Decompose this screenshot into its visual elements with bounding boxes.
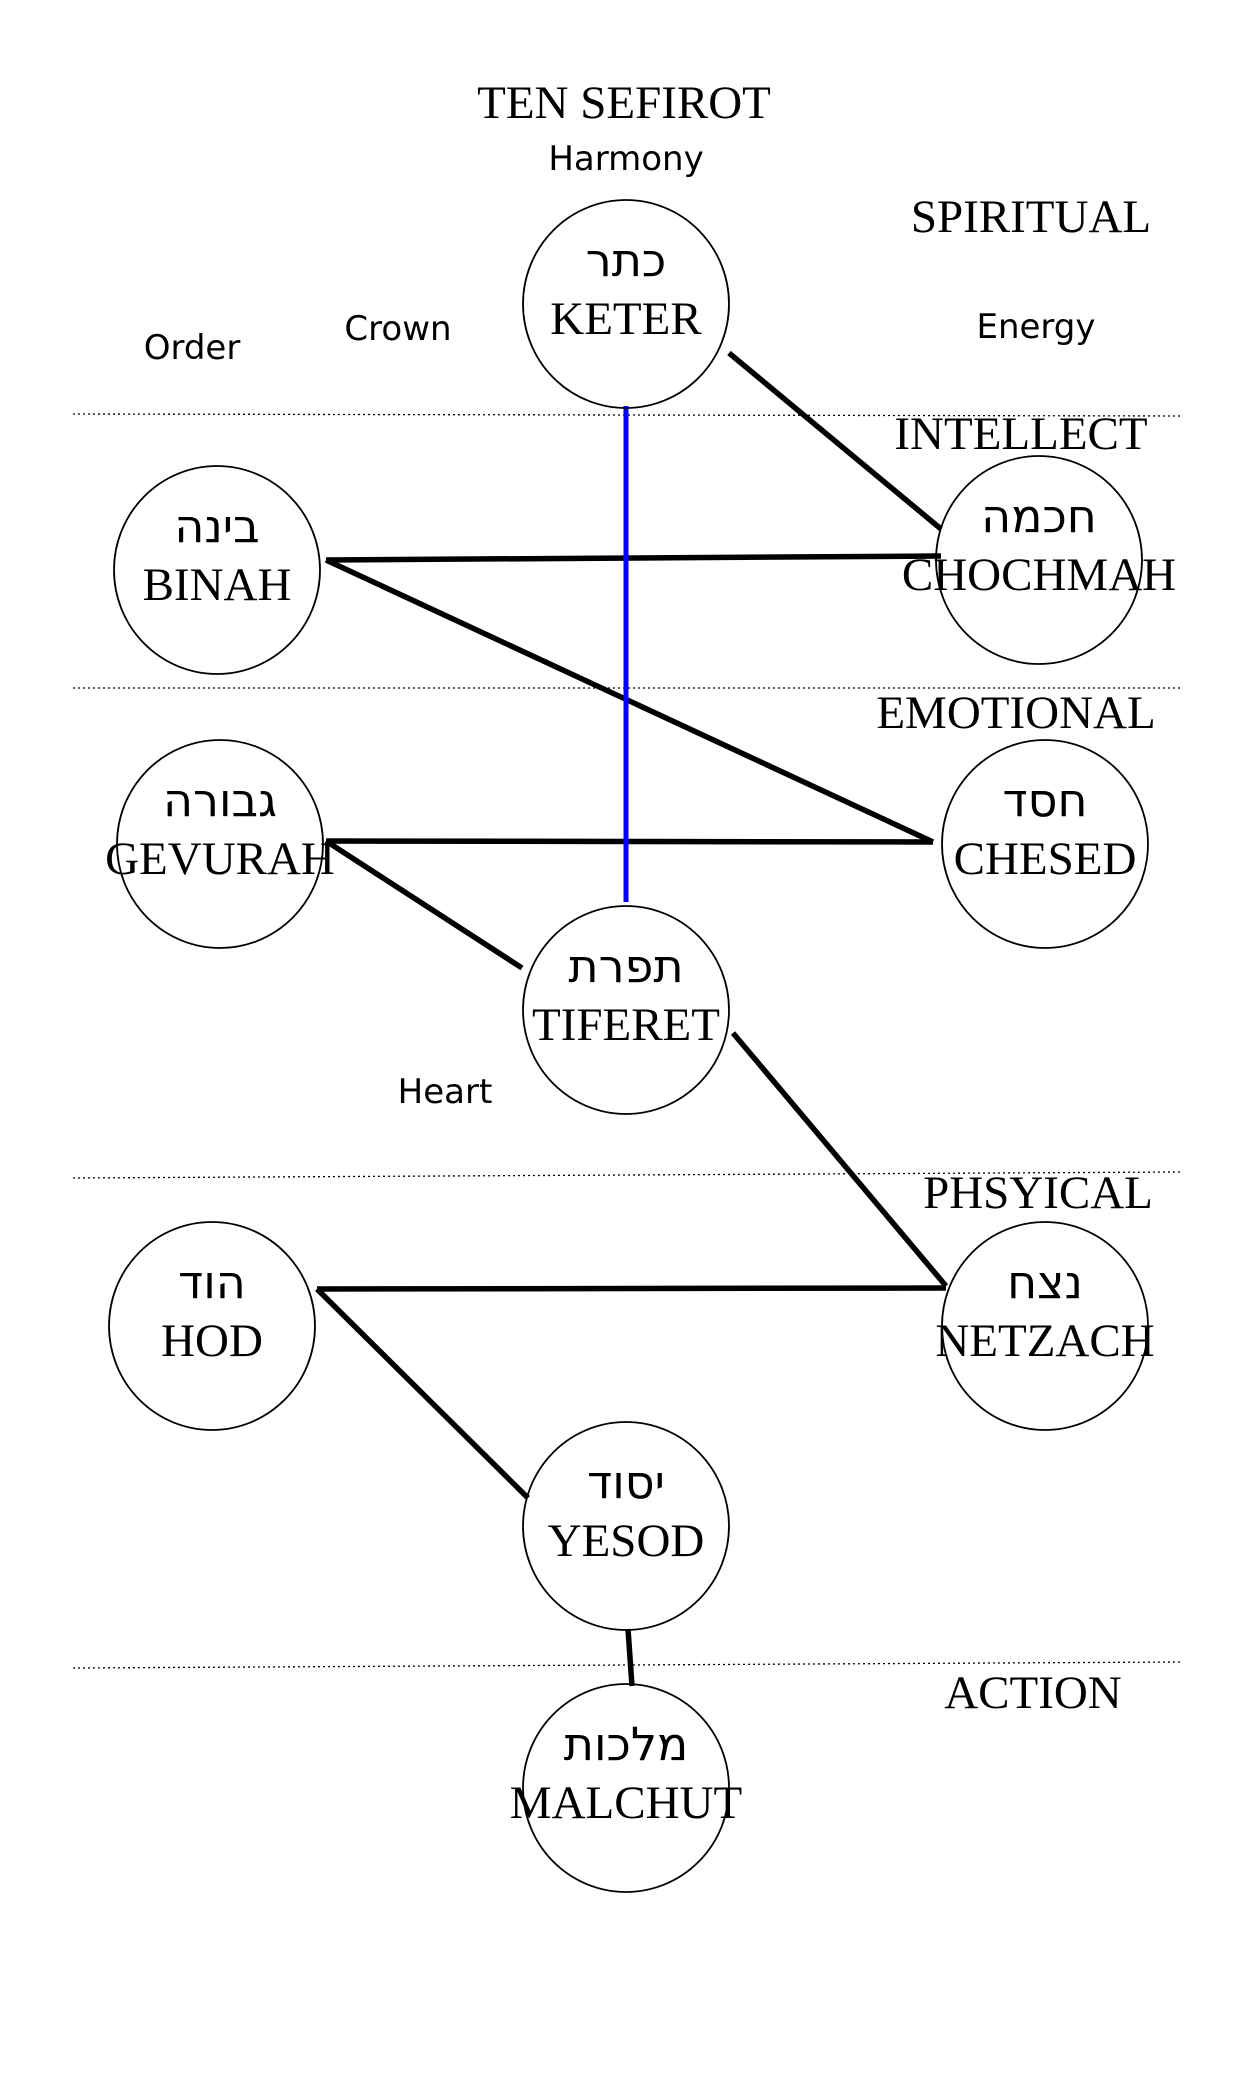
sefirah-keter: כתר KETER (522, 199, 730, 409)
connection-tiferet-netzach (730, 1031, 949, 1288)
label-energy: Energy (976, 307, 1095, 347)
sefirah-malchut: מלכות MALCHUT (510, 1683, 742, 1893)
sefirah-hebrew-name: בינה (174, 499, 259, 553)
label-harmony: Harmony (548, 139, 703, 179)
connection-binah-chochmah (325, 553, 942, 563)
level-action: ACTION (944, 1667, 1122, 1719)
sefirah-name: HOD (161, 1315, 263, 1367)
sefirah-circle (941, 1221, 1149, 1431)
sefirah-hebrew-name: גבורה (163, 773, 277, 827)
connection-hod-netzach (316, 1285, 947, 1292)
sefirah-circle (108, 1221, 316, 1431)
sefirah-chochmah: חכמה CHOCHMAH (902, 455, 1176, 665)
sefirah-circle (116, 739, 324, 949)
sefirah-circle (113, 465, 321, 675)
connection-binah-chesed (324, 557, 935, 845)
sefirah-name: YESOD (548, 1515, 705, 1567)
sefirah-chesed: חסד CHESED (941, 739, 1149, 949)
sefirah-hebrew-name: נצח (1007, 1255, 1083, 1309)
sefirah-name: MALCHUT (510, 1777, 742, 1829)
level-physical: PHSYICAL (923, 1167, 1153, 1219)
connection-gevurah-tiferet (324, 838, 524, 971)
connections (315, 350, 949, 1687)
sefirah-name: GEVURAH (105, 833, 335, 885)
connection-gevurah-chesed (325, 838, 934, 845)
sefirah-gevurah: גבורה GEVURAH (105, 739, 335, 949)
connection-hod-yesod (315, 1287, 530, 1500)
level-emotional: EMOTIONAL (876, 687, 1155, 739)
sefirah-circle (941, 739, 1149, 949)
sefirah-hebrew-name: חסד (1002, 773, 1087, 827)
sefirah-name: TIFERET (532, 999, 720, 1051)
label-order: Order (144, 328, 241, 368)
sefirah-circle (522, 905, 730, 1115)
level-intellect: INTELLECT (894, 408, 1147, 460)
label-crown: Crown (344, 309, 451, 349)
connection-yesod-malchut (625, 1628, 635, 1687)
sefirah-hebrew-name: מלכות (564, 1717, 688, 1771)
sefirah-hebrew-name: הוד (178, 1255, 246, 1309)
sefirah-netzach: נצח NETZACH (935, 1221, 1155, 1431)
sefirah-yesod: יסוד YESOD (522, 1421, 730, 1631)
sefirah-hebrew-name: חכמה (981, 489, 1097, 543)
sefirah-binah: בינה BINAH (113, 465, 321, 675)
sefirah-hebrew-name: יסוד (587, 1455, 665, 1509)
sefirah-name: KETER (550, 293, 702, 345)
sefirah-circle (522, 199, 730, 409)
sefirah-circle (522, 1421, 730, 1631)
sefirah-circle (522, 1683, 730, 1893)
sefirah-name: NETZACH (935, 1315, 1154, 1367)
sefirah-hebrew-name: תפרת (568, 939, 683, 993)
sefirah-circle (935, 455, 1143, 665)
sefirot-nodes: כתר KETER בינה BINAH חכמה CHOCHMAH גבורה GEVURA… (105, 199, 1176, 1893)
label-heart: Heart (398, 1072, 493, 1112)
diagram-title: TEN SEFIROT (477, 77, 771, 129)
sefirah-name: BINAH (143, 559, 292, 611)
connection-keter-chochmah (727, 350, 943, 532)
sefirah-tiferet: תפרת TIFERET (522, 905, 730, 1115)
sefirah-name: CHOCHMAH (902, 549, 1176, 601)
sefirah-hod: הוד HOD (108, 1221, 316, 1431)
sefirah-name: CHESED (954, 833, 1137, 885)
sefirah-hebrew-name: כתר (586, 233, 667, 287)
level-spiritual: SPIRITUAL (911, 191, 1151, 243)
